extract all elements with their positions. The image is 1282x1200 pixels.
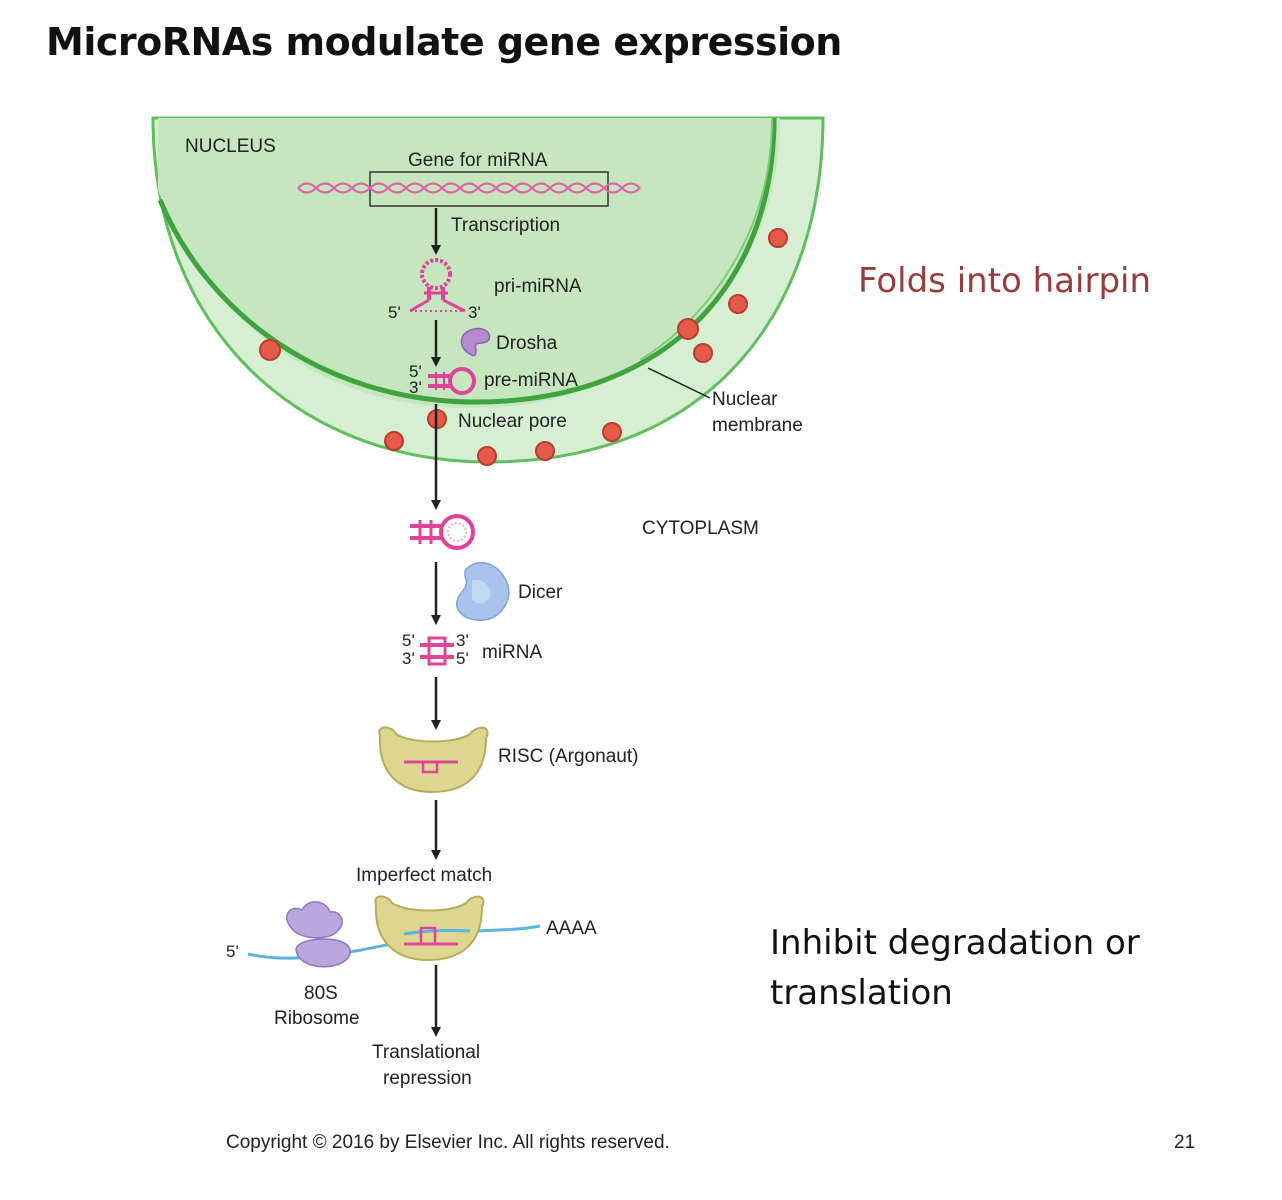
pri-mirna-3prime: 3' [468, 303, 481, 322]
cytoplasm-label: CYTOPLASM [642, 518, 759, 539]
cytoplasmic-pre-mirna [410, 514, 475, 550]
polya-label: AAAA [546, 918, 597, 939]
drosha-icon [460, 327, 491, 357]
mirna-3prime-right: 3' [456, 631, 469, 650]
pri-mirna-5prime: 5' [388, 303, 401, 322]
risc-bound-mrna [374, 895, 485, 962]
drosha-label: Drosha [496, 333, 558, 354]
risc-label: RISC (Argonaut) [498, 746, 638, 767]
nuclear-membrane-leader [647, 367, 711, 399]
nuclear-pore [535, 441, 555, 461]
nuclear-membrane-label-line1: Nuclear [712, 389, 778, 410]
nuclear-pore [259, 339, 281, 361]
pre-mirna-3prime: 3' [409, 378, 422, 397]
imperfect-match-label: Imperfect match [356, 865, 492, 886]
translational-repression-line1: Translational [372, 1042, 480, 1063]
hairpin-note: Folds into hairpin [858, 261, 1152, 301]
mirna-5prime-right: 5' [456, 649, 469, 668]
nuclear-pore [768, 228, 788, 248]
mirna-label: miRNA [482, 642, 542, 663]
nuclear-membrane-label-line2: membrane [712, 415, 803, 436]
ribosome-label-line1: 80S [304, 983, 338, 1004]
ribosome-icon [286, 901, 351, 968]
risc-complex [378, 726, 489, 794]
gene-label: Gene for miRNA [408, 150, 548, 171]
translational-repression-line2: repression [383, 1068, 472, 1089]
pri-mirna-hairpin [409, 258, 466, 313]
dna-helix [297, 171, 641, 207]
nuclear-pore [677, 318, 699, 340]
transcription-label: Transcription [451, 215, 560, 236]
ribosome-label-line2: Ribosome [274, 1008, 360, 1029]
copyright-text: Copyright © 2016 by Elsevier Inc. All ri… [226, 1132, 670, 1153]
nuclear-pore [693, 343, 713, 363]
mirna-duplex [420, 636, 454, 666]
slide-title: MicroRNAs modulate gene expression [46, 20, 842, 64]
slide-number: 21 [1174, 1132, 1196, 1153]
nuclear-pore [602, 422, 622, 442]
mrna-5prime: 5' [226, 942, 239, 961]
dicer-label: Dicer [518, 582, 563, 603]
nuclear-pore-label: Nuclear pore [458, 411, 567, 432]
inhibit-note: Inhibit degradation or translation [770, 918, 1210, 1018]
pri-mirna-label: pri-miRNA [494, 276, 582, 297]
nuclear-pore [384, 431, 404, 451]
mirna-5prime-left: 5' [402, 631, 415, 650]
pre-mirna-label: pre-miRNA [484, 370, 578, 391]
mirna-3prime-left: 3' [402, 649, 415, 668]
nucleus-label: NUCLEUS [185, 136, 276, 157]
inhibit-note-line1: Inhibit degradation or [770, 923, 1140, 963]
pre-mirna-hairpin [428, 367, 476, 395]
inhibit-note-line2: translation [770, 973, 953, 1013]
pre-mirna-5prime: 5' [409, 362, 422, 381]
nuclear-pore [477, 446, 497, 466]
nucleus-inner-membrane [157, 117, 777, 405]
nuclear-pore [728, 294, 748, 314]
